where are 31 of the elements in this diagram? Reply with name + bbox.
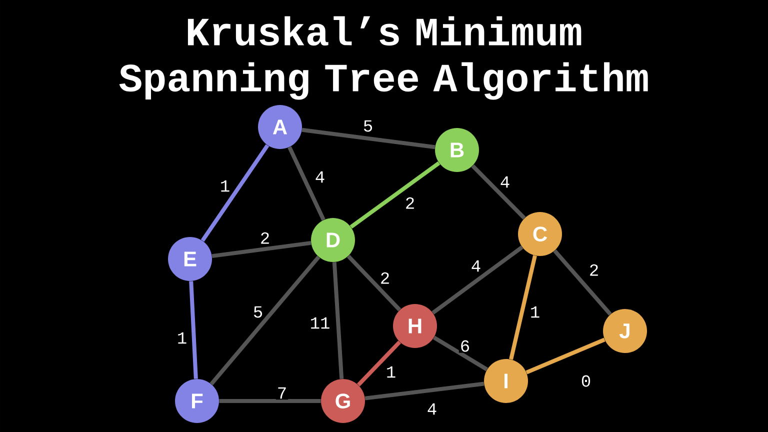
graph-edge [553, 249, 612, 316]
graph-node: I [484, 359, 528, 403]
graph-edge [219, 399, 321, 403]
graph-edge [350, 161, 440, 229]
graph-edge [432, 246, 524, 314]
graph-node: D [311, 218, 355, 262]
graph-node: E [168, 237, 212, 281]
graph-edge [210, 256, 320, 386]
graph-edge [526, 338, 606, 374]
graph-edge [471, 164, 526, 220]
graph-node: B [435, 128, 479, 172]
title: Kruskal’s Minimum Spanning Tree Algorithm [119, 16, 648, 100]
graph-edge [200, 144, 270, 242]
graph-edge [346, 254, 402, 312]
graph-node: C [518, 212, 562, 256]
graph-edge [356, 340, 402, 386]
graph-edge [432, 336, 488, 372]
graph-edge [302, 128, 436, 150]
graph-edge [189, 281, 198, 379]
graph-node: F [175, 379, 219, 423]
graph-node: A [258, 105, 302, 149]
graph-edge [364, 382, 484, 400]
graph-node: J [603, 309, 647, 353]
graph-node: H [393, 304, 437, 348]
graph-node: G [321, 379, 365, 423]
edge-label: 0 [580, 374, 592, 388]
graph-edge [212, 240, 312, 258]
edge-label: 6 [458, 339, 472, 353]
graph-edge [509, 255, 537, 360]
graph-edge [332, 262, 344, 379]
graph-edge [288, 146, 326, 221]
